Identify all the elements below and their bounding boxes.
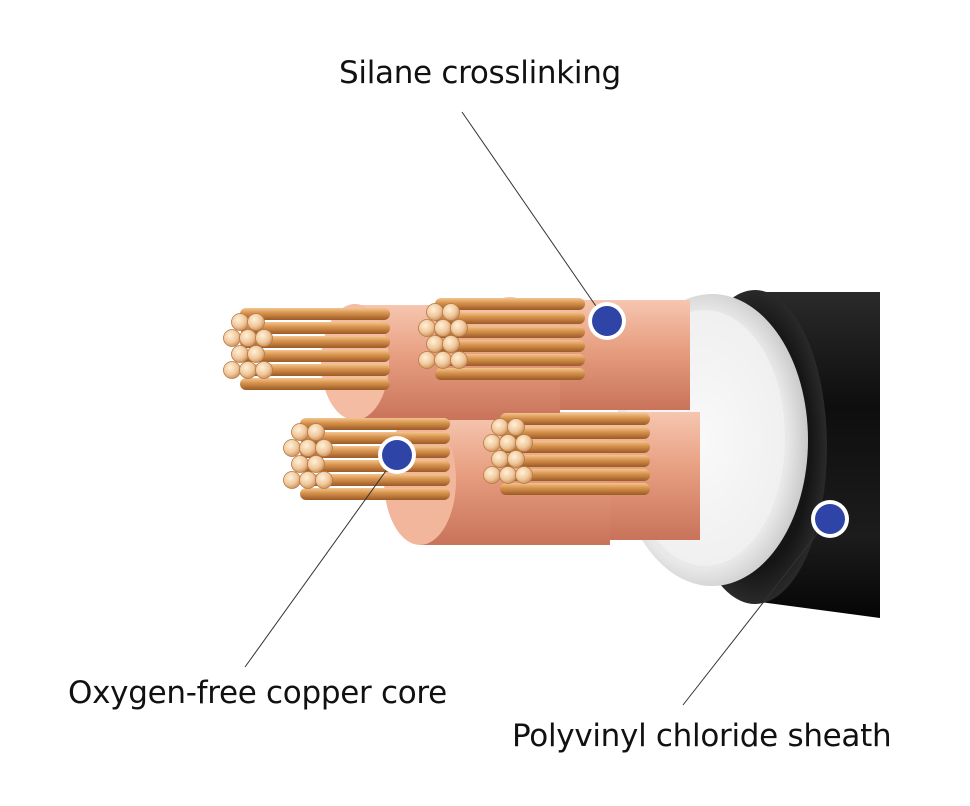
marker-pvc-icon — [811, 500, 849, 538]
leader-line-pvc — [682, 529, 821, 706]
label-polyvinyl-chloride-sheath: Polyvinyl chloride sheath — [512, 718, 892, 754]
leader-line-silane — [461, 111, 601, 313]
marker-copper-icon — [378, 436, 416, 474]
label-silane-crosslinking: Silane crosslinking — [339, 55, 621, 91]
leader-line-copper — [244, 467, 389, 668]
label-oxygen-free-copper-core: Oxygen-free copper core — [68, 675, 447, 711]
marker-silane-icon — [588, 302, 626, 340]
